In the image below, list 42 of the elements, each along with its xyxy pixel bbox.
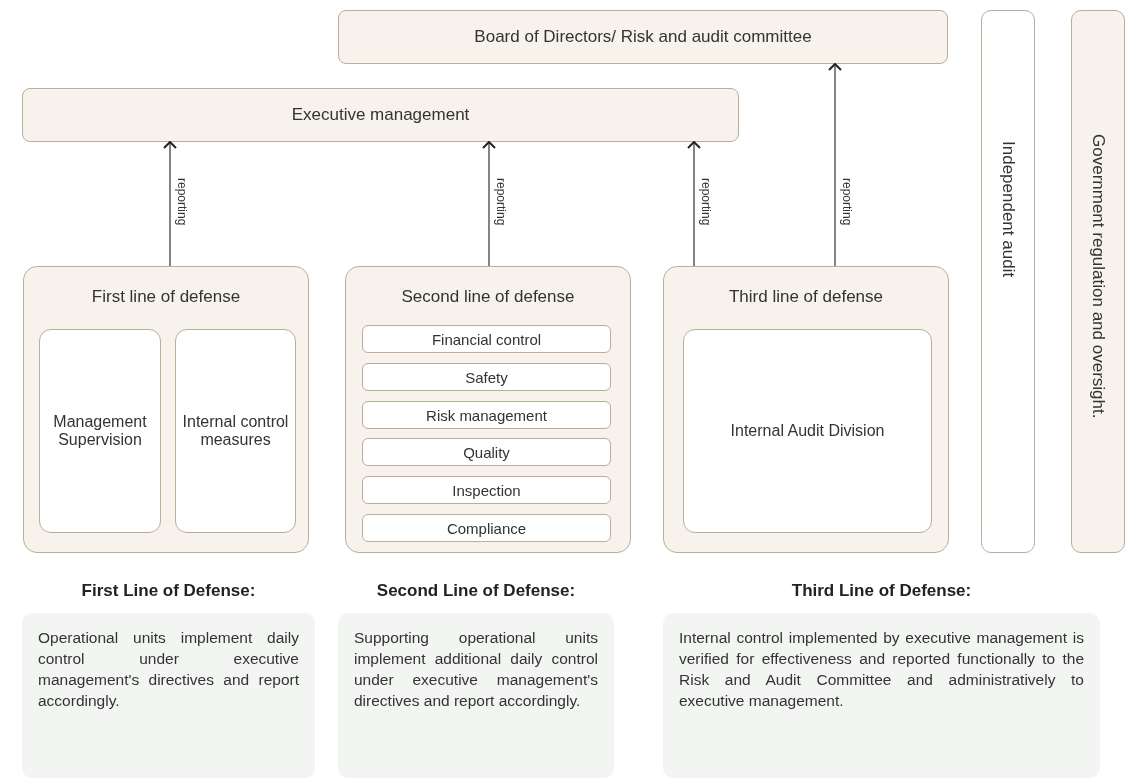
process-box (362, 476, 611, 504)
panel-heading: Third Line of Defense: (790, 580, 973, 602)
vertical-band (981, 10, 1035, 553)
band-label: Government regulation and oversight. (1088, 134, 1108, 419)
box-label: Financial control (431, 330, 542, 348)
box-label: Internal control measures (181, 413, 290, 449)
group-title: Second line of defense (400, 287, 576, 307)
box-label: Inspection (452, 481, 521, 499)
process-box (362, 514, 611, 542)
group-box (345, 266, 631, 553)
panel-heading: First Line of Defense: (80, 580, 257, 602)
group-box (23, 266, 309, 553)
box-label: Board of Directors/ Risk and audit committee (474, 27, 812, 47)
process-box (22, 88, 739, 142)
edge-label: reporting (840, 178, 854, 226)
band-label: Independent audit (998, 140, 1018, 278)
group-box (663, 266, 949, 553)
box-label: Safety (465, 368, 508, 386)
edge-label: reporting (699, 178, 713, 226)
box-label: Executive management (291, 105, 470, 125)
panel-text: Supporting operational units implement additional daily control under executive management's directives and report accordingly. (338, 613, 614, 778)
box-label: Compliance (446, 519, 527, 537)
box-label: Quality (463, 443, 510, 461)
vertical-band (1071, 10, 1125, 553)
process-box (362, 363, 611, 391)
box-label: Management Supervision (52, 413, 148, 449)
box-label: Risk management (426, 406, 547, 424)
process-box (683, 329, 932, 533)
panel-text: Operational units implement daily control under executive management's directives and report accordingly. (22, 613, 315, 778)
group-title: First line of defense (90, 287, 242, 307)
group-title: Third line of defense (727, 287, 884, 307)
box-label: Internal Audit Division (729, 422, 886, 440)
edge-label: reporting (175, 178, 189, 226)
process-box (362, 438, 611, 466)
process-box (362, 401, 611, 429)
edge-label: reporting (494, 178, 508, 226)
process-box (362, 325, 611, 353)
process-box (338, 10, 948, 64)
process-box (39, 329, 161, 533)
process-box (175, 329, 296, 533)
panel-text: Internal control implemented by executive management is verified for effectiveness and reported functionally to the Risk and Audit Committee and administratively to executive management. (663, 613, 1100, 778)
panel-heading: Second Line of Defense: (375, 580, 577, 602)
